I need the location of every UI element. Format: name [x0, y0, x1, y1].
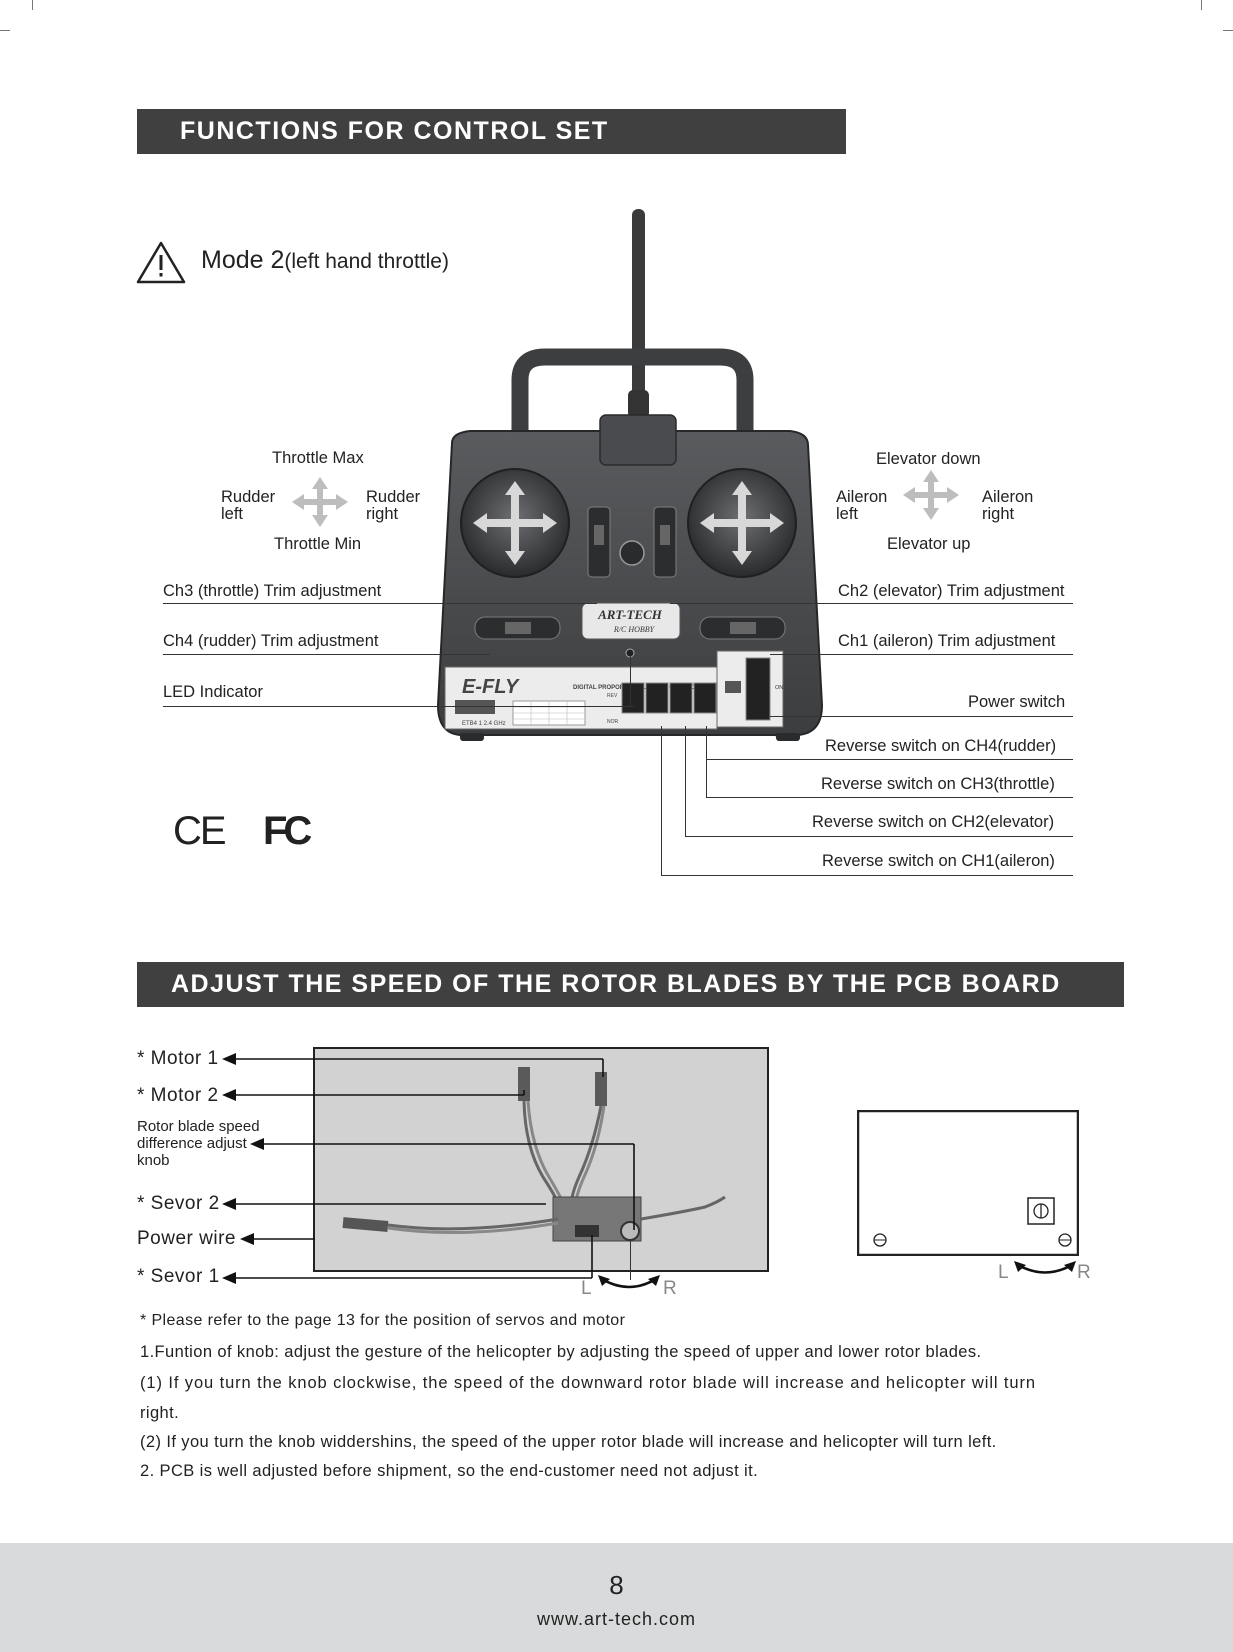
callout-rev-ch3: Reverse switch on CH3(throttle): [821, 775, 1055, 793]
mode-main: Mode 2: [201, 246, 285, 274]
ce-mark: CE: [173, 809, 227, 854]
leader-line: [685, 836, 1073, 837]
leader-line: [706, 760, 707, 797]
right-stick: [687, 468, 797, 578]
label-motor-1: * Motor 1: [137, 1048, 219, 1069]
label-rudder-left: Rudder left: [221, 488, 276, 524]
label-elevator-down: Elevator down: [876, 450, 981, 468]
pcb-diagram: [857, 1110, 1079, 1256]
leader-line: [770, 654, 1073, 655]
leader-line: [706, 797, 1073, 798]
pcb-photo-l-label: L: [581, 1278, 592, 1299]
reverse-switches: [621, 682, 717, 714]
crop-mark: [0, 30, 10, 31]
brand-sub: R/C HOBBY: [613, 625, 656, 634]
nor-label: NOR: [607, 719, 619, 725]
fcc-mark: FC: [263, 809, 312, 854]
leader-line: [630, 656, 631, 707]
left-stick: [460, 468, 570, 578]
label-aileron-right: Aileron right: [982, 488, 1034, 524]
leader-line: [661, 875, 1073, 876]
antenna: [632, 209, 645, 399]
leader-line: [685, 726, 686, 836]
freq-text: ETB4 1 2.4 GHz: [462, 721, 506, 727]
leader-line: [770, 716, 1073, 717]
callout-power-switch: Power switch: [968, 693, 1066, 711]
note-knob-function: 1.Funtion of knob: adjust the gesture of…: [140, 1343, 982, 1361]
callout-ch4-trim: Ch4 (rudder) Trim adjustment: [163, 632, 379, 650]
label-throttle-max: Throttle Max: [272, 449, 364, 467]
section-title-controls: FUNCTIONS FOR CONTROL SET: [137, 109, 846, 154]
callout-rev-ch4: Reverse switch on CH4(rudder): [825, 737, 1057, 755]
pcb-photo-r-label: R: [663, 1278, 677, 1299]
label-aileron-left: Aileron left: [836, 488, 888, 524]
crop-mark: [1223, 30, 1233, 31]
transmitter-illustration: ART-TECH R/C HOBBY E-FLY DIGITAL PROPORT…: [436, 209, 824, 741]
section-title-pcb: ADJUST THE SPEED OF THE ROTOR BLADES BY …: [137, 962, 1124, 1007]
label-rudder-right: Rudder right: [366, 488, 421, 524]
label-servo-2: * Sevor 2: [137, 1193, 220, 1214]
section-title-text: ADJUST THE SPEED OF THE ROTOR BLADES BY …: [171, 970, 1061, 998]
callout-led: LED Indicator: [163, 683, 263, 701]
label-servo-1: * Sevor 1: [137, 1266, 220, 1287]
leader-line: [630, 1240, 631, 1280]
model-logo: E-FLY: [462, 676, 520, 698]
crop-mark: [32, 0, 33, 10]
callout-rev-ch1: Reverse switch on CH1(aileron): [822, 852, 1055, 870]
mode-heading: Mode 2(left hand throttle): [201, 246, 449, 275]
note-clockwise: (1) If you turn the knob clockwise, the …: [140, 1374, 1036, 1392]
right-stick-direction-arrows: [903, 470, 959, 520]
brand-badge: [581, 602, 681, 640]
note-preadjusted: 2. PCB is well adjusted before shipment,…: [140, 1462, 759, 1480]
label-power-wire: Power wire: [137, 1228, 236, 1249]
pcb-leader-lines: [222, 1053, 635, 1284]
page-number: 8: [609, 1570, 624, 1600]
brand-text: ART-TECH: [597, 607, 663, 622]
leader-line: [706, 759, 1073, 760]
page-footer: 8 www.art-tech.com: [0, 1543, 1233, 1652]
note-servo-reference: * Please refer to the page 13 for the po…: [140, 1312, 626, 1329]
diagram-l-label: L: [998, 1262, 1009, 1283]
carry-handle: [511, 348, 754, 445]
callout-ch2-trim: Ch2 (elevator) Trim adjustment: [838, 582, 1065, 600]
power-switch: [745, 657, 771, 721]
leader-line: [670, 603, 1073, 604]
note-widdershins: (2) If you turn the knob widdershins, th…: [140, 1433, 997, 1451]
crop-mark: [1201, 0, 1202, 10]
callout-ch1-trim: Ch1 (aileron) Trim adjustment: [838, 632, 1056, 650]
pcb-photo: [313, 1047, 769, 1272]
fc-text: FC: [263, 809, 312, 853]
leader-line: [163, 654, 490, 655]
label-throttle-min: Throttle Min: [274, 535, 362, 553]
leader-line: [661, 726, 662, 875]
label-speed-knob: Rotor blade speed difference adjust knob: [137, 1118, 260, 1169]
label-elevator-up: Elevator up: [887, 535, 971, 553]
diagram-r-label: R: [1077, 1262, 1091, 1283]
callout-rev-ch2: Reverse switch on CH2(elevator): [812, 813, 1055, 831]
section-title-text: FUNCTIONS FOR CONTROL SET: [180, 117, 609, 145]
callout-ch3-trim: Ch3 (throttle) Trim adjustment: [163, 582, 382, 600]
ce-text: CE: [173, 809, 227, 853]
leader-line: [163, 706, 634, 707]
rotation-arrow-icon: [1014, 1261, 1076, 1274]
left-stick-direction-arrows: [292, 477, 348, 527]
leader-line: [163, 603, 597, 604]
footer-url: www.art-tech.com: [536, 1609, 697, 1629]
label-motor-2: * Motor 2: [137, 1085, 219, 1106]
warning-icon: [136, 241, 186, 284]
mode-sub: (left hand throttle): [284, 250, 449, 273]
switch-on-label: ON: [775, 685, 783, 691]
leader-line: [706, 726, 707, 760]
rev-label: REV: [607, 693, 618, 699]
note-clockwise-cont: right.: [140, 1404, 180, 1422]
rotation-arrow-icon: [598, 1275, 660, 1289]
